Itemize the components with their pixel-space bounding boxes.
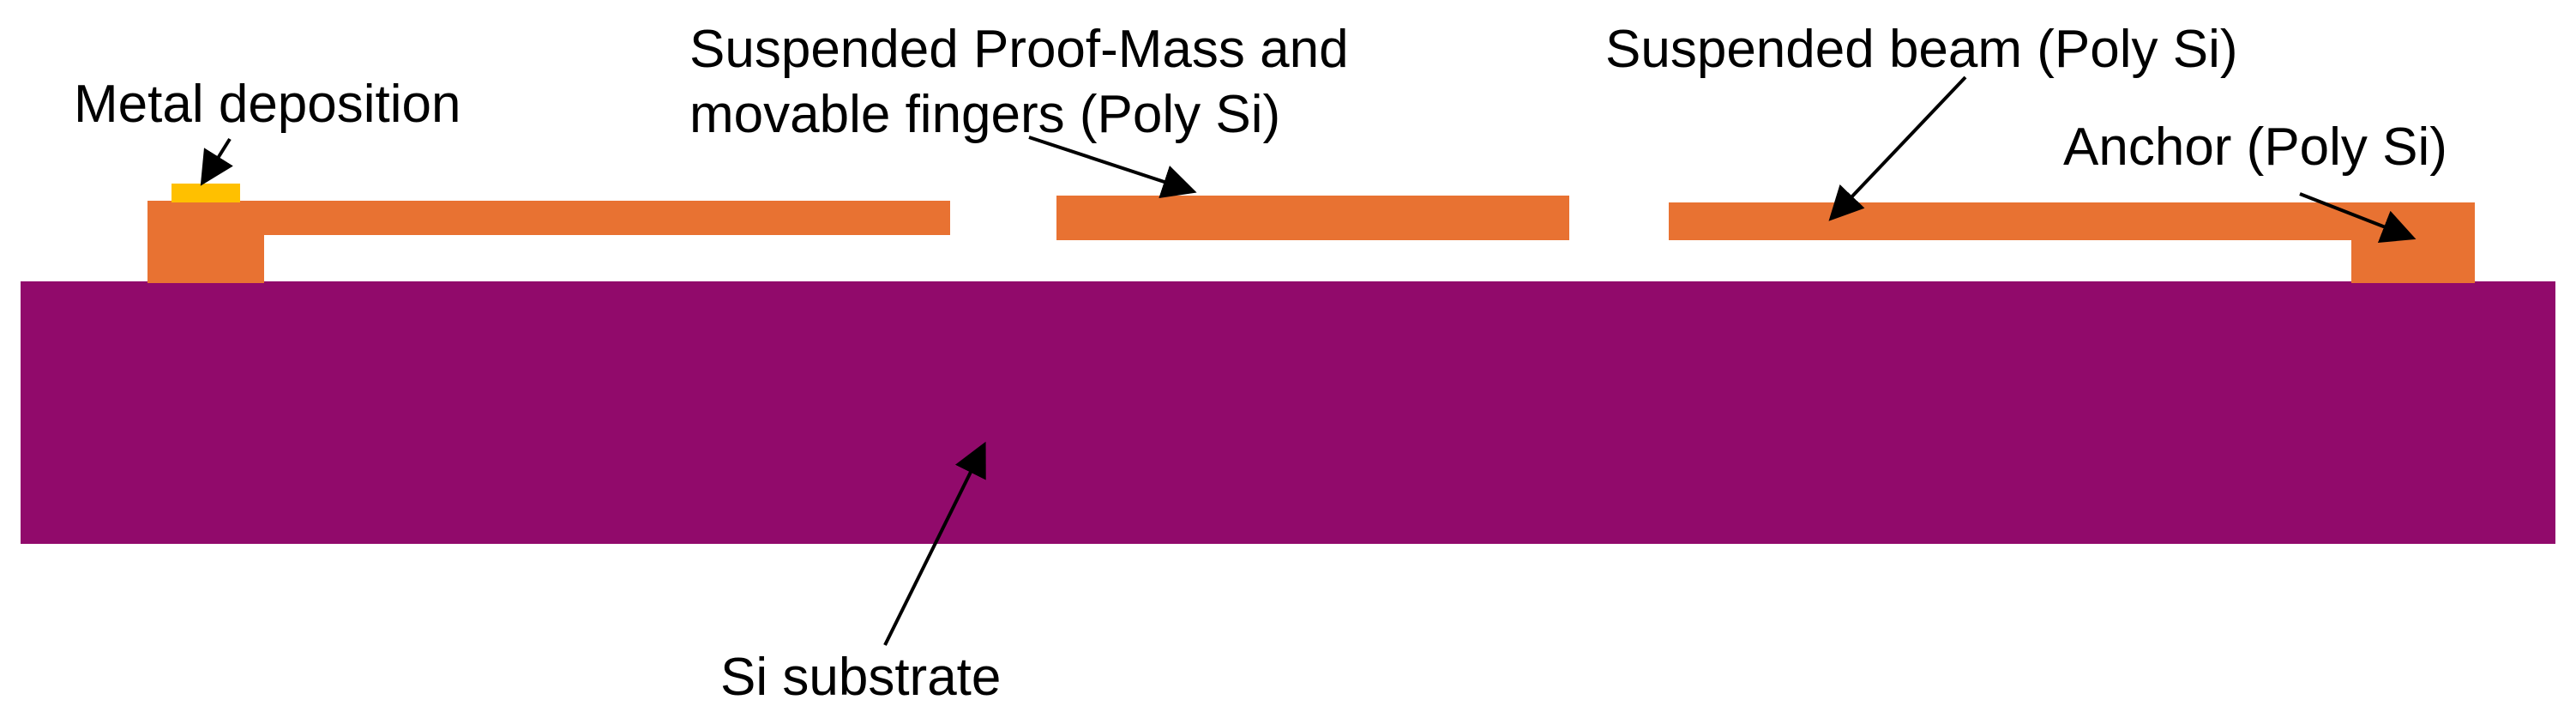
label-proof-mass-line2: movable fingers (Poly Si) [689, 84, 1281, 144]
arrow-suspended-beam [1828, 75, 1967, 221]
arrow-anchor [2299, 192, 2417, 243]
label-si-substrate: Si substrate [720, 648, 1002, 707]
label-metal-deposition: Metal deposition [74, 75, 461, 134]
label-suspended-beam: Suspended beam (Poly Si) [1605, 20, 2238, 79]
arrow-metal-deposition [200, 137, 233, 186]
right-anchor [2351, 202, 2475, 283]
arrow-si-substrate [883, 441, 986, 646]
label-proof-mass: Suspended Proof-Mass and movable fingers… [689, 17, 1349, 147]
proof-mass [1056, 196, 1569, 240]
label-proof-mass-line1: Suspended Proof-Mass and [689, 20, 1349, 79]
arrow-proof-mass [1028, 136, 1197, 198]
metal-pad [172, 184, 240, 202]
left-beam [147, 201, 950, 235]
label-anchor: Anchor (Poly Si) [2063, 118, 2447, 177]
si-substrate [21, 281, 2555, 544]
